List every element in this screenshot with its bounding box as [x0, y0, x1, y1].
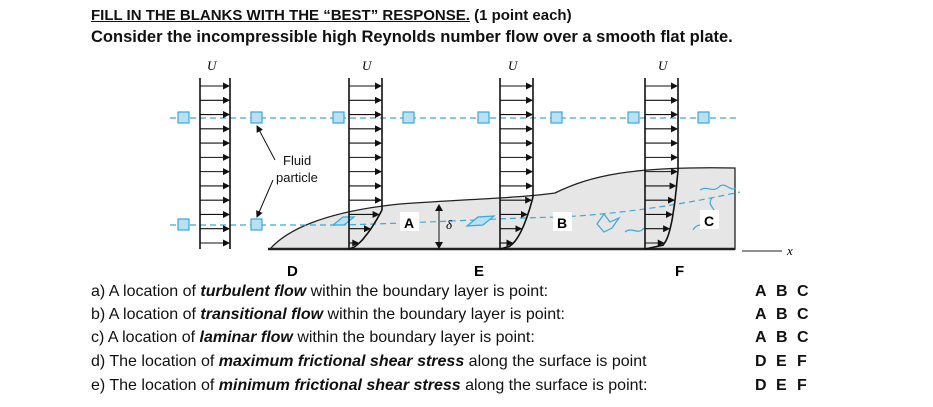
region-label-b: B	[557, 215, 567, 231]
region-label-box-a	[400, 212, 419, 231]
velocity-label-u: U	[207, 58, 218, 73]
option[interactable]: B	[776, 306, 788, 323]
delta-label: δ	[446, 217, 453, 232]
option[interactable]: A	[755, 306, 767, 323]
boundary-layer-region	[268, 167, 736, 250]
x-axis-label: x	[786, 243, 793, 258]
option[interactable]: A	[755, 329, 767, 346]
option[interactable]: C	[797, 283, 809, 300]
fluid-particle-label: Fluid	[283, 153, 311, 168]
fluid-particle-sheared	[465, 215, 496, 227]
points-text: (1 point each)	[469, 7, 572, 24]
velocity-profile	[499, 78, 534, 250]
fluid-particle	[332, 111, 345, 124]
fluid-particle	[177, 218, 190, 231]
velocity-label-u: U	[508, 58, 519, 73]
fluid-particle	[697, 111, 710, 124]
option[interactable]: E	[776, 377, 787, 394]
question-c: c) A location of laminar flow within the…	[91, 329, 535, 346]
fluid-particle	[477, 111, 490, 124]
fluid-particle	[250, 111, 263, 124]
context-text: Consider the incompressible high Reynold…	[91, 28, 733, 46]
fluid-particle	[402, 111, 415, 124]
fluid-particle-distorted	[596, 212, 621, 233]
fluid-particle	[177, 111, 190, 124]
question-b: b) A location of transitional flow withi…	[91, 306, 565, 323]
fluid-particle-pointer	[256, 179, 274, 218]
question-e: e) The location of minimum frictional sh…	[91, 377, 648, 394]
option[interactable]: A	[755, 283, 767, 300]
fluid-particle	[250, 218, 263, 231]
region-label-c: C	[704, 213, 714, 229]
region-label-a: A	[404, 215, 414, 231]
question-a: a) A location of turbulent flow within t…	[91, 283, 549, 300]
velocity-label-u: U	[362, 58, 373, 73]
surface-label-e: E	[474, 263, 484, 280]
question-d: d) The location of maximum frictional sh…	[91, 353, 647, 370]
option[interactable]: B	[776, 329, 788, 346]
delta-marker-arrow-up	[435, 204, 443, 211]
surface-label-d: D	[287, 263, 298, 280]
profile-curve	[499, 196, 534, 250]
instruction-text: FILL IN THE BLANKS WITH THE “BEST” RESPO…	[91, 7, 470, 24]
fluid-particle-label: particle	[276, 170, 318, 185]
option[interactable]: B	[776, 283, 788, 300]
velocity-profile	[199, 78, 231, 249]
option[interactable]: D	[755, 353, 767, 370]
delta-marker-arrow-down	[435, 242, 443, 249]
fluid-particle	[627, 111, 640, 124]
fluid-particle-turbulent	[624, 227, 645, 233]
surface-label-f: F	[675, 263, 684, 280]
velocity-label-u: U	[658, 58, 669, 73]
option[interactable]: C	[797, 306, 809, 323]
instruction-heading: FILL IN THE BLANKS WITH THE “BEST” RESPO…	[91, 7, 572, 24]
velocity-profile	[644, 78, 679, 250]
option[interactable]: C	[797, 329, 809, 346]
profile-curve	[644, 169, 679, 250]
velocity-profile	[348, 78, 383, 250]
fluid-particle-pointer	[256, 125, 276, 161]
option[interactable]: D	[755, 377, 767, 394]
boundary-layer-diagram: x U U U U Fluid particle δ A B C D E F	[170, 58, 793, 280]
fluid-particle	[550, 111, 563, 124]
region-label-box-c	[700, 210, 719, 229]
option[interactable]: F	[797, 377, 807, 394]
region-label-box-b	[553, 212, 572, 231]
option[interactable]: E	[776, 353, 787, 370]
option[interactable]: F	[797, 353, 807, 370]
